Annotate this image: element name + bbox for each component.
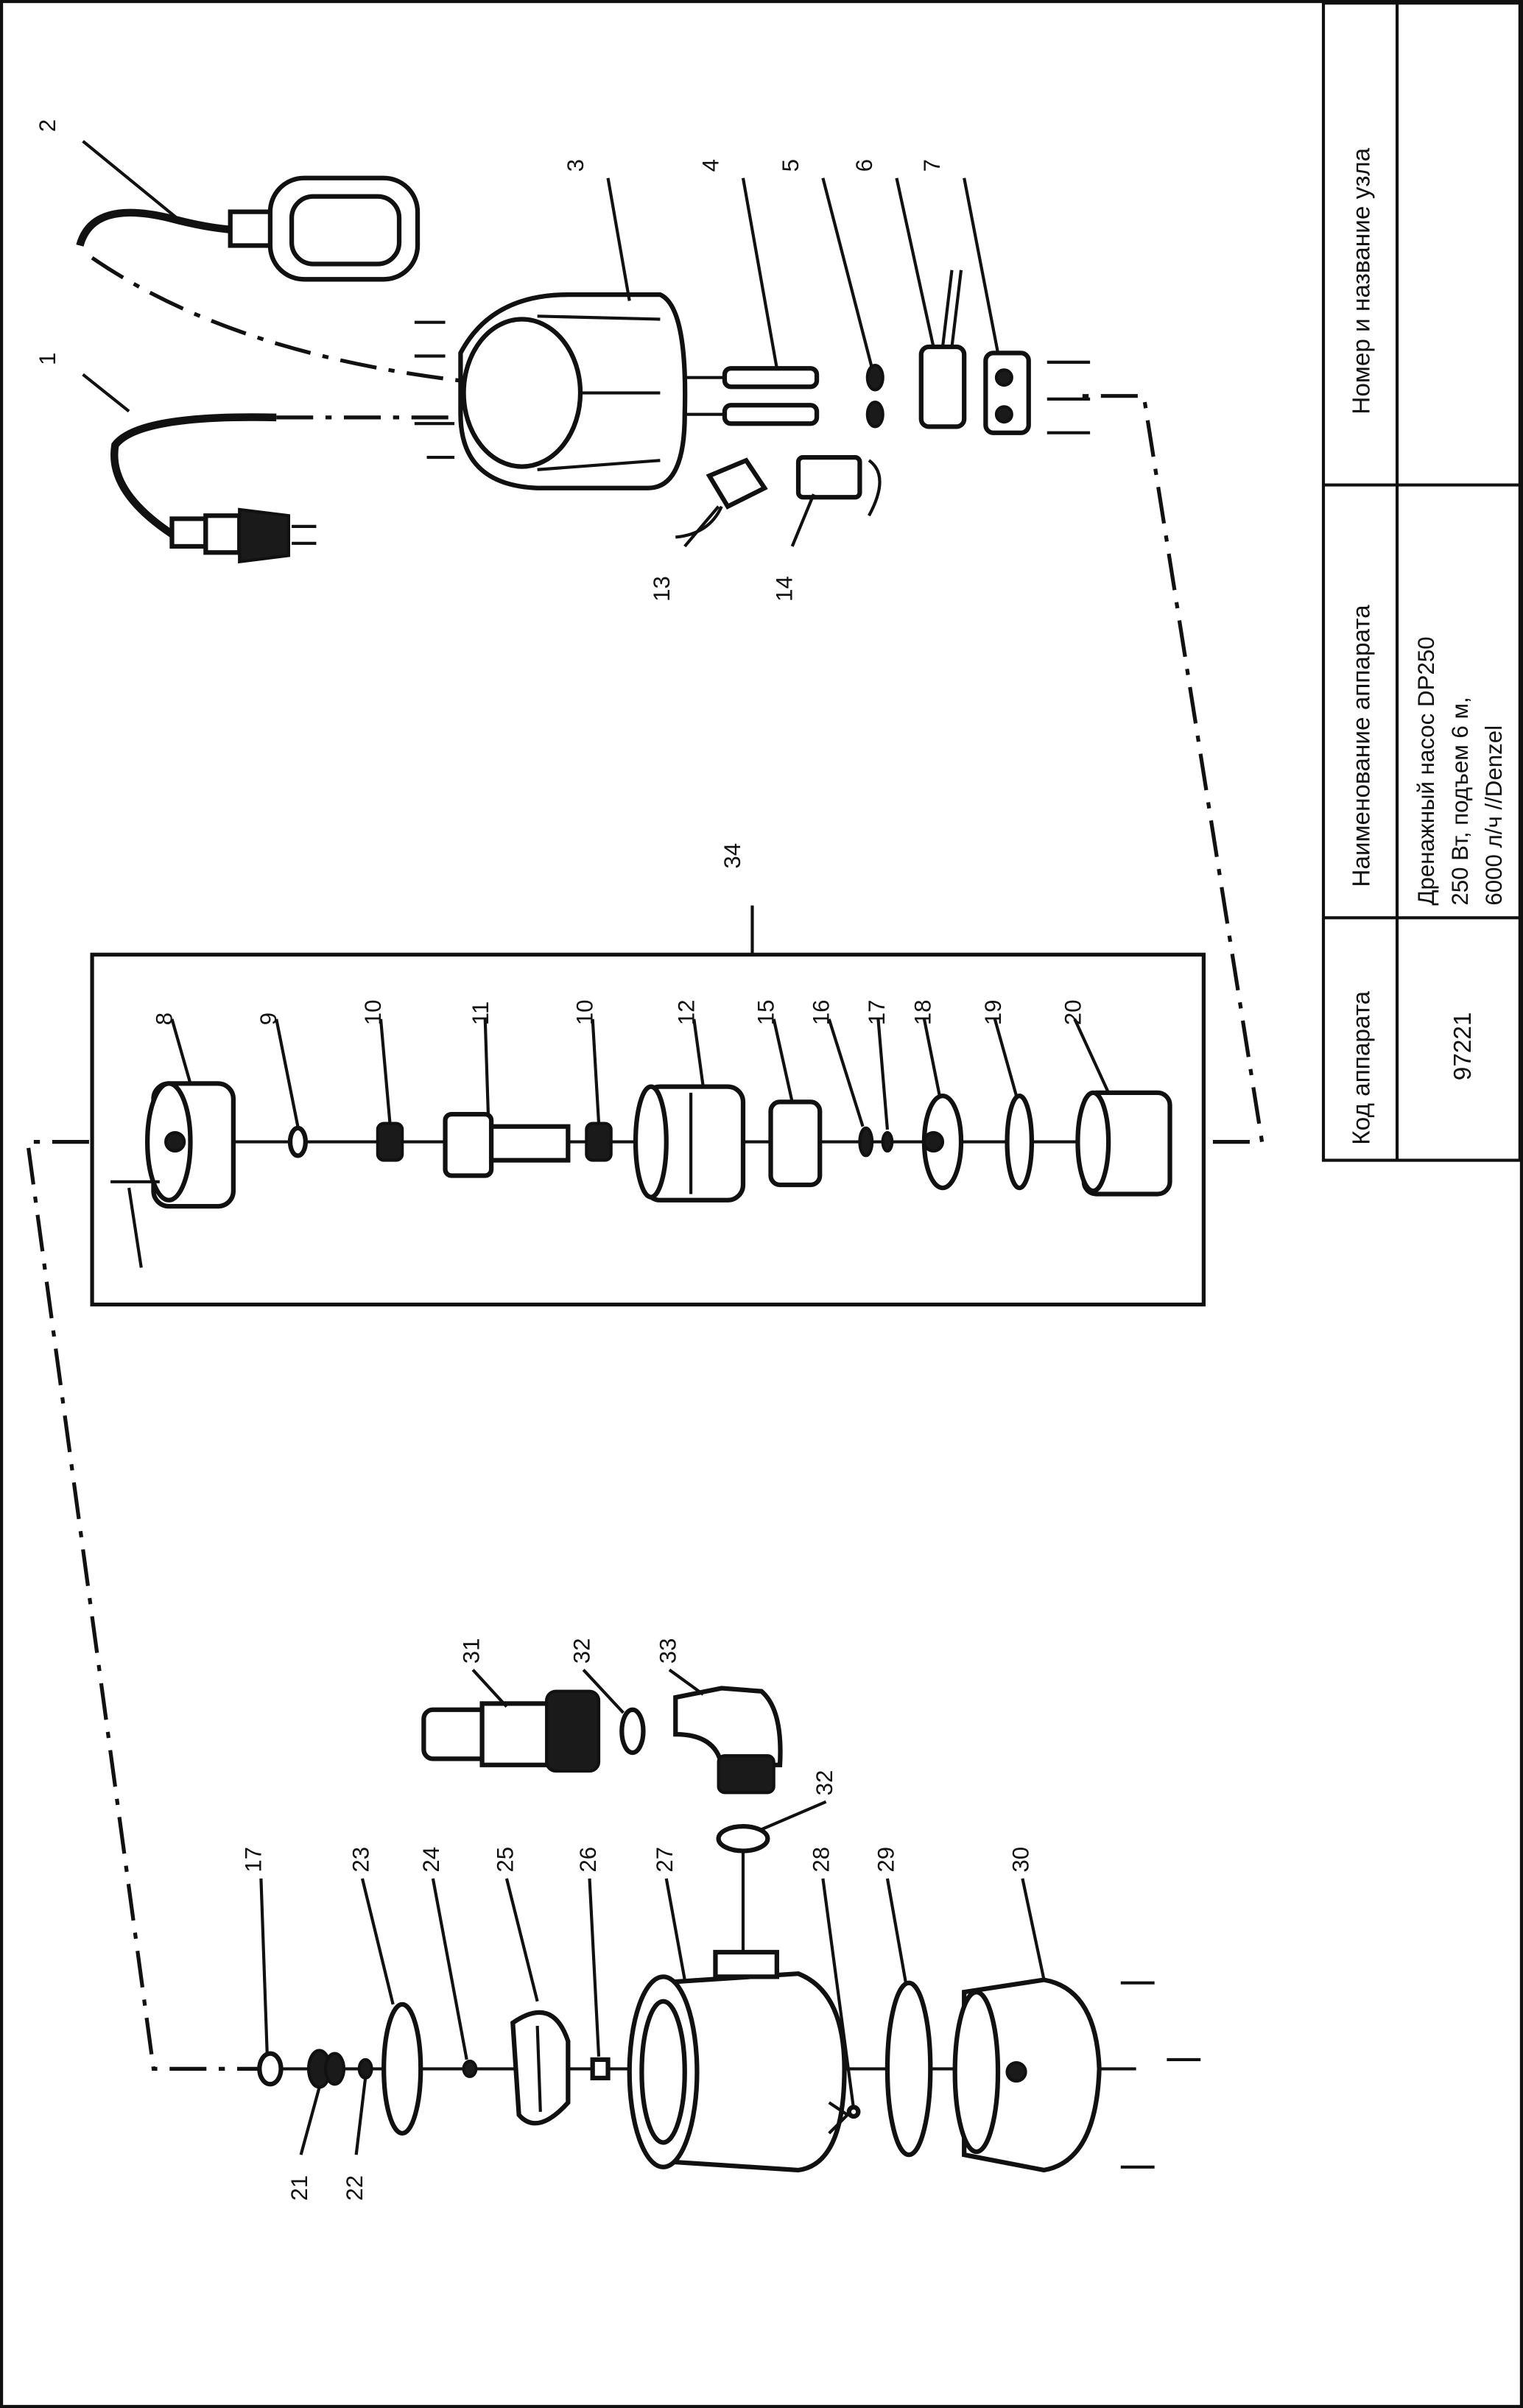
callout-19: 19 [980, 999, 1006, 1025]
device-code: 97221 [1449, 1013, 1477, 1081]
pump-casing-part [627, 1949, 851, 2173]
callout-10-right: 10 [572, 999, 598, 1025]
callout-11: 11 [468, 1001, 493, 1025]
callout-13: 13 [649, 576, 675, 602]
capacitor-bolts-part [684, 366, 820, 426]
callout-21: 21 [286, 2175, 312, 2201]
callout-29: 29 [873, 1847, 898, 1873]
ring-17-bottom-part [257, 2051, 284, 2087]
callout-15: 15 [753, 999, 779, 1025]
power-cable-part [110, 413, 317, 564]
callout-32-bottom: 32 [812, 1770, 837, 1796]
key-24-part [462, 2059, 478, 2078]
callout-22: 22 [342, 2175, 367, 2201]
bearing-10-right-part [585, 1122, 613, 1162]
stator-part [633, 1084, 746, 1203]
washer-22-part [357, 2057, 373, 2080]
callout-25: 25 [492, 1847, 518, 1873]
callout-32-top: 32 [569, 1638, 595, 1664]
callout-6: 6 [851, 159, 877, 172]
terminal-block-part [795, 454, 882, 517]
callout-20: 20 [1061, 999, 1086, 1025]
base-30-part [952, 1977, 1201, 2173]
outlet-pipe-part [421, 1689, 601, 1773]
callout-12: 12 [673, 999, 699, 1025]
callout-labels: 1 2 3 4 5 6 7 13 14 34 8 9 10 11 10 12 1… [35, 119, 1086, 2201]
gasket-32-top-part [619, 1707, 646, 1756]
callout-31: 31 [458, 1638, 484, 1664]
title-table: Код аппарата Наименование аппарата Номер… [1321, 1, 1522, 1162]
bearing-10-left-part [376, 1122, 404, 1162]
gasket-32-bottom-part [716, 1823, 770, 1962]
cover-plate-part [983, 351, 1091, 435]
washers-part [865, 363, 884, 429]
callout-3: 3 [563, 159, 588, 172]
ring-17-top-part [881, 1131, 894, 1153]
col-code-header: Код аппарата [1348, 990, 1376, 1144]
seal-ring-9-part [287, 1125, 308, 1158]
callout-27: 27 [652, 1847, 678, 1873]
leader-lines [82, 140, 1111, 2155]
callout-28: 28 [809, 1847, 834, 1873]
callout-23: 23 [348, 1847, 373, 1873]
callout-4: 4 [698, 159, 724, 172]
callout-16: 16 [809, 999, 834, 1025]
o-ring-29-part [884, 1980, 933, 2158]
callout-14: 14 [772, 576, 798, 602]
flange-18-part [921, 1093, 964, 1191]
callout-17-top: 17 [864, 999, 890, 1025]
motor-cover-part [110, 1081, 236, 1268]
callout-7: 7 [919, 159, 945, 172]
motor-housing-part [414, 292, 688, 490]
callout-9: 9 [256, 1013, 281, 1025]
washer-21-part [306, 2049, 346, 2089]
assembly-line-right [1074, 394, 1265, 1144]
callout-1: 1 [35, 353, 60, 365]
callout-8: 8 [151, 1013, 177, 1025]
callout-24: 24 [418, 1847, 444, 1873]
col-name-header: Наименование аппарата [1348, 605, 1376, 887]
callout-33: 33 [655, 1638, 680, 1664]
rotor-part [443, 1111, 571, 1178]
device-name-line-1: Дренажный насос DP250 [1413, 636, 1439, 905]
callout-5: 5 [778, 159, 803, 172]
cable-clamp-part [675, 457, 768, 539]
device-name-line-3: 6000 л/ч //Denzel [1481, 725, 1507, 906]
device-name-line-2: 250 Вт, подъем 6 м, [1447, 697, 1473, 905]
bracket-15-part [768, 1099, 823, 1188]
o-ring-23-part [381, 2002, 423, 2136]
seal-16-part [858, 1126, 874, 1158]
sleeve-20-part [1075, 1090, 1172, 1197]
impeller-part [510, 2010, 571, 2126]
callout-10-left: 10 [360, 999, 386, 1025]
callout-30: 30 [1008, 1847, 1034, 1873]
capacitor-part [918, 270, 967, 429]
assembly-line-left [25, 1139, 261, 2071]
elbow-part [673, 1686, 783, 1795]
nut-26-part [590, 2057, 611, 2081]
callout-26: 26 [575, 1847, 601, 1873]
motor-assembly-frame [90, 952, 1206, 1307]
callout-18: 18 [910, 999, 935, 1025]
callout-2: 2 [35, 119, 60, 132]
callout-34: 34 [720, 843, 745, 869]
o-ring-19-part [1005, 1093, 1035, 1191]
float-link-line [91, 256, 461, 383]
callout-17-bottom: 17 [240, 1847, 266, 1873]
float-switch-part [76, 175, 421, 282]
col-unit-header: Номер и название узла [1348, 147, 1376, 414]
